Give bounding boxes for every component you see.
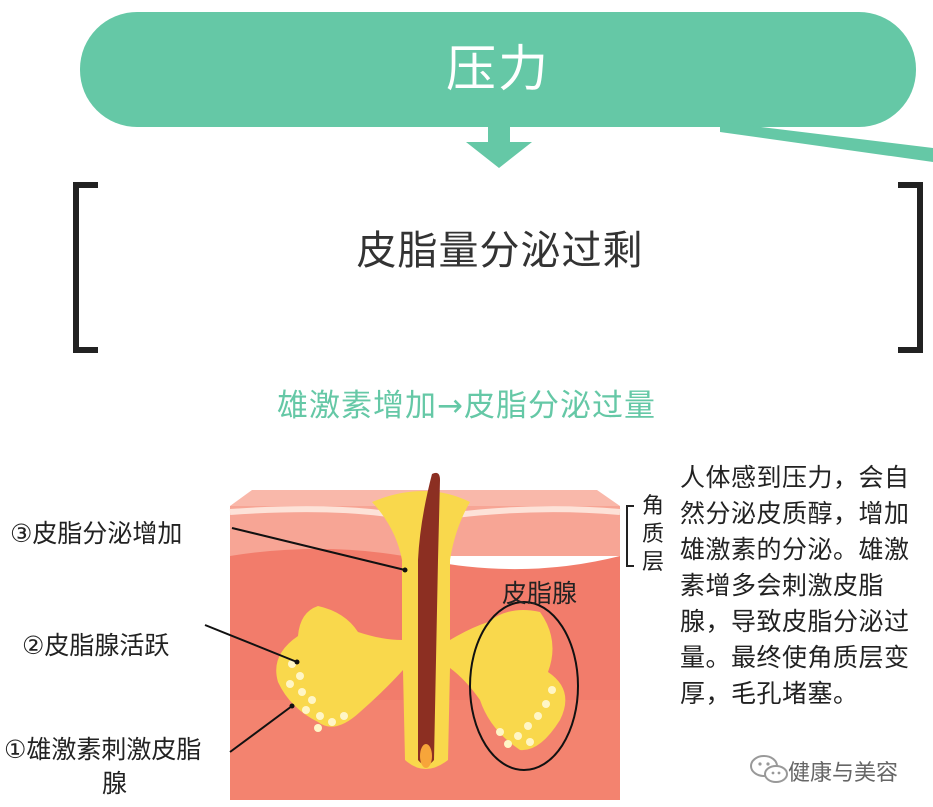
label-androgen-line1: ①雄激素刺激皮脂: [4, 735, 202, 764]
gland-circle: [469, 601, 579, 771]
pointer-line-1: [229, 705, 293, 753]
explanation-paragraph: 人体感到压力，会自然分泌皮质醇，增加雄激素的分泌。雄激素增多会刺激皮脂腺，导致皮…: [680, 463, 910, 708]
stratum-char-3: 层: [642, 550, 665, 575]
skin-illustration: [229, 472, 621, 800]
header-banner: [80, 12, 916, 127]
banner-title: 压力: [446, 40, 550, 98]
gland-label: 皮脂腺: [502, 579, 578, 608]
stratum-bracket: [626, 505, 634, 567]
label-androgen-line2: 腺: [102, 769, 128, 798]
stratum-char-1: 角: [642, 494, 665, 519]
hair-bulb: [420, 744, 432, 768]
wechat-icon: [750, 755, 788, 783]
subtitle: 雄激素增加→皮脂分泌过量: [277, 388, 656, 424]
right-bracket: [898, 182, 923, 353]
label-gland-active: ②皮脂腺活跃: [22, 631, 170, 660]
pointer-dot-1: [289, 703, 295, 709]
connector-line: [720, 122, 933, 162]
pointer-line-3: [231, 527, 406, 571]
hair-shaft: [418, 472, 440, 765]
pointer-dot-2: [294, 659, 300, 665]
label-sebum-increase: ③皮脂分泌增加: [10, 519, 183, 548]
bracket-title: 皮脂量分泌过剩: [356, 228, 644, 274]
down-arrow-icon: [466, 122, 532, 168]
pointer-line-2: [204, 624, 298, 663]
watermark-text: 健康与美容: [788, 761, 899, 786]
stratum-char-2: 质: [642, 522, 665, 547]
pointer-dot-3: [402, 567, 408, 573]
left-bracket: [73, 182, 98, 353]
